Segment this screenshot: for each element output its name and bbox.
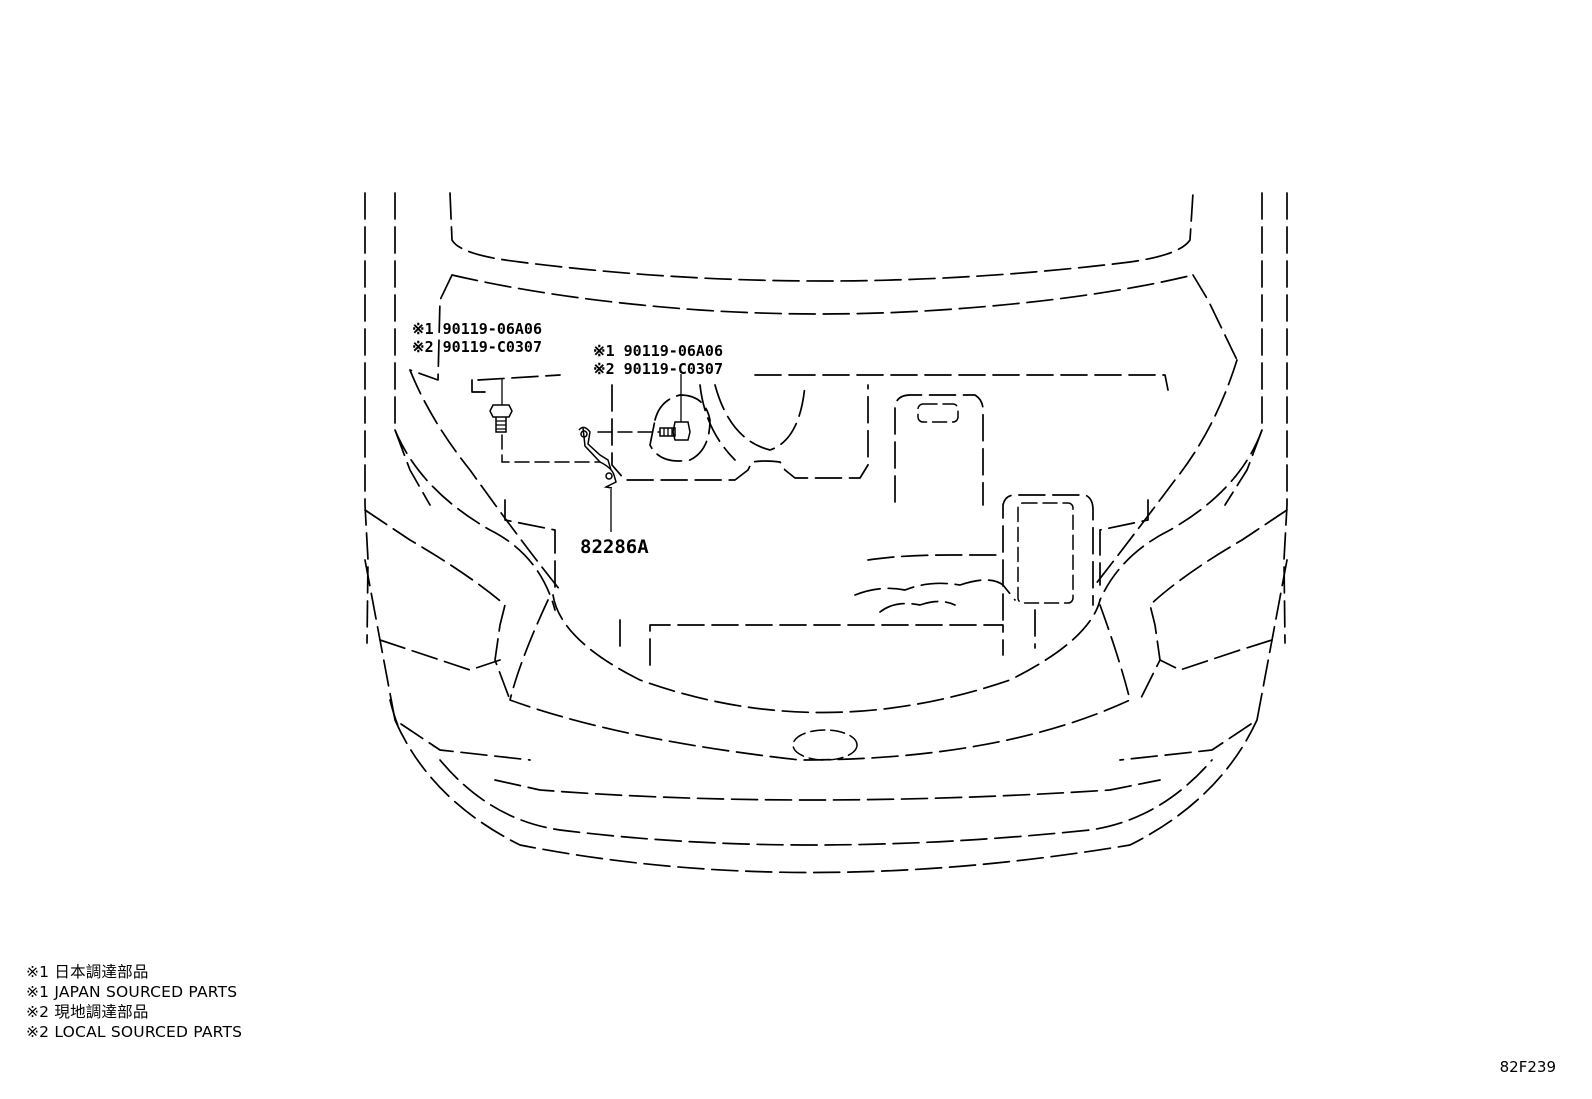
bracket-82286A bbox=[578, 426, 617, 489]
leader-lines bbox=[501, 374, 682, 532]
bolt-right bbox=[659, 421, 691, 441]
bolt-left bbox=[489, 404, 513, 433]
callout-left-japan: ※1 90119-06A06 bbox=[412, 320, 542, 338]
legend-line: ※2 現地調達部品 bbox=[26, 1003, 149, 1021]
callout-left-local: ※2 90119-C0307 bbox=[412, 338, 542, 356]
legend-line: ※1 日本調達部品 bbox=[26, 963, 149, 981]
callout-right-japan: ※1 90119-06A06 bbox=[593, 342, 723, 360]
legend-line: ※1 JAPAN SOURCED PARTS bbox=[26, 983, 238, 1001]
figure-code: 82F239 bbox=[1499, 1058, 1556, 1076]
callout-part-82286A: 82286A bbox=[580, 536, 649, 558]
legend: ※1 日本調達部品 ※1 JAPAN SOURCED PARTS ※2 現地調達… bbox=[26, 962, 242, 1042]
legend-line: ※2 LOCAL SOURCED PARTS bbox=[26, 1023, 243, 1041]
body-outline bbox=[364, 192, 1288, 874]
callout-right-local: ※2 90119-C0307 bbox=[593, 360, 723, 378]
